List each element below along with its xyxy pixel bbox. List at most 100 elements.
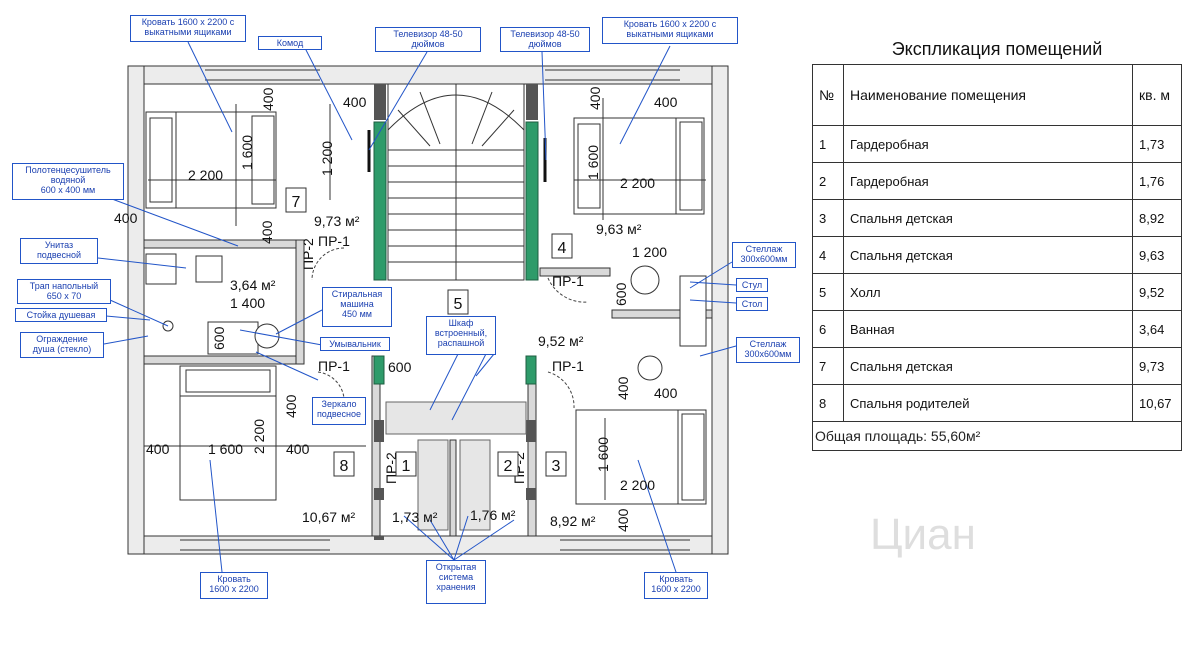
staircase bbox=[387, 83, 525, 281]
room-5-area: 9,52 м² bbox=[538, 333, 584, 349]
callout-chair: Стул bbox=[736, 278, 768, 292]
storage-hatch bbox=[385, 401, 527, 531]
dim-2200-room8: 2 200 bbox=[251, 419, 267, 454]
opening-pr2-bath: ПР-2 bbox=[300, 238, 316, 270]
row-name: Спальня детская bbox=[843, 199, 1133, 237]
callout-shelf-bottom: Стеллаж 300х600мм bbox=[736, 337, 800, 363]
row-number: 5 bbox=[812, 273, 844, 311]
table-total-row: Общая площадь: 55,60м² bbox=[812, 421, 1182, 451]
row-area: 9,73 bbox=[1132, 347, 1182, 385]
dim-2200-room3: 2 200 bbox=[620, 477, 655, 493]
dim-400-room8-top: 400 bbox=[283, 394, 299, 418]
callout-shower-glass: Ограждение душа (стекло) bbox=[20, 332, 104, 358]
callout-wardrobe: Шкаф встроенный, распашной bbox=[426, 316, 496, 355]
callout-shower-rack: Стойка душевая bbox=[15, 308, 107, 322]
callout-tv-left: Телевизор 48-50 дюймов bbox=[375, 27, 481, 52]
row-name: Спальня родителей bbox=[843, 384, 1133, 422]
row-area: 9,52 bbox=[1132, 273, 1182, 311]
dim-400-room3-bottom: 400 bbox=[615, 508, 631, 532]
callout-table: Стол bbox=[736, 297, 768, 311]
room-7-number: 7 bbox=[292, 194, 301, 211]
dim-1600-room4: 1 600 bbox=[585, 145, 601, 180]
callout-toilet: Унитаз подвесной bbox=[20, 238, 98, 264]
opening-pr1-room7: ПР-1 bbox=[318, 233, 350, 249]
callout-bed-bottom-left: Кровать 1600 х 2200 bbox=[200, 572, 268, 599]
bed-room7 bbox=[145, 111, 277, 209]
callout-dresser: Комод bbox=[258, 36, 322, 50]
row-number: 4 bbox=[812, 236, 844, 274]
row-number: 6 bbox=[812, 310, 844, 348]
header-name: Наименование помещения bbox=[843, 64, 1133, 126]
room-6-area: 3,64 м² bbox=[230, 277, 276, 293]
explication-panel: Экспликация помещений № Наименование пом… bbox=[812, 34, 1182, 451]
row-area: 1,73 bbox=[1132, 125, 1182, 163]
room-7-area: 9,73 м² bbox=[314, 213, 360, 229]
row-area: 1,76 bbox=[1132, 162, 1182, 200]
room-3-area: 8,92 м² bbox=[550, 513, 596, 529]
accent-walls bbox=[373, 121, 539, 385]
dim-400-room7-side: 400 bbox=[260, 87, 276, 111]
dim-600-hall: 600 bbox=[388, 359, 412, 375]
dim-400-room4-side: 400 bbox=[587, 86, 603, 110]
dimension-lines bbox=[144, 98, 706, 500]
dim-400-room7-top: 400 bbox=[343, 94, 367, 110]
callout-bed-top-right: Кровать 1600 х 2200 с выкатными ящиками bbox=[602, 17, 738, 44]
row-name: Спальня детская bbox=[843, 236, 1133, 274]
room-2-area: 1,76 м² bbox=[470, 507, 516, 523]
callout-drain: Трап напольный 650 х 70 bbox=[17, 279, 111, 304]
dim-1600-room3: 1 600 bbox=[595, 437, 611, 472]
callout-open-storage: Открытая система хранения bbox=[426, 560, 486, 604]
dark-columns bbox=[374, 84, 538, 540]
dim-600-bath: 600 bbox=[211, 326, 227, 350]
header-area: кв. м bbox=[1132, 64, 1182, 126]
floor-plan: 400 400 1 600 2 200 1 200 400 400 400 40… bbox=[97, 41, 737, 573]
explication-title: Экспликация помещений bbox=[891, 39, 1103, 59]
callout-towel-dryer: Полотенцесушитель водяной 600 х 400 мм bbox=[12, 163, 124, 200]
header-number: № bbox=[812, 64, 844, 126]
dim-400-room8-left: 400 bbox=[146, 441, 170, 457]
room-4-number: 4 bbox=[558, 240, 567, 257]
dim-1600-room7: 1 600 bbox=[239, 135, 255, 170]
bed-room8 bbox=[179, 365, 277, 501]
dim-1200-room7: 1 200 bbox=[319, 141, 335, 176]
opening-pr1-room3: ПР-1 bbox=[552, 358, 584, 374]
room-3-number: 3 bbox=[552, 458, 561, 475]
opening-pr2-r1: ПР-2 bbox=[383, 452, 399, 484]
table-header-row: № Наименование помещения кв. м bbox=[812, 64, 1182, 126]
row-name: Холл bbox=[843, 273, 1133, 311]
leader-lines bbox=[97, 41, 737, 573]
room-numbers: 7 4 5 8 1 2 3 bbox=[292, 194, 567, 475]
dim-600-room4: 600 bbox=[613, 282, 629, 306]
door-swings bbox=[311, 247, 589, 409]
tv-units bbox=[367, 130, 547, 182]
room-1-number: 1 bbox=[402, 458, 411, 475]
room-number-boxes bbox=[285, 187, 573, 477]
row-number: 3 bbox=[812, 199, 844, 237]
room-areas: 9,73 м² 9,63 м² 9,52 м² 3,64 м² 10,67 м²… bbox=[230, 213, 642, 529]
row-name: Ванная bbox=[843, 310, 1133, 348]
dim-1600-room8: 1 600 bbox=[208, 441, 243, 457]
opening-pr1-room8: ПР-1 bbox=[318, 358, 350, 374]
row-name: Спальня детская bbox=[843, 347, 1133, 385]
inner-walls bbox=[143, 239, 713, 537]
row-area: 8,92 bbox=[1132, 199, 1182, 237]
room-2-number: 2 bbox=[504, 458, 513, 475]
row-number: 1 bbox=[812, 125, 844, 163]
row-name: Гардеробная bbox=[843, 125, 1133, 163]
total-area: Общая площадь: 55,60м² bbox=[812, 421, 1182, 451]
row-area: 3,64 bbox=[1132, 310, 1182, 348]
dim-2200-room4: 2 200 bbox=[620, 175, 655, 191]
room-1-area: 1,73 м² bbox=[392, 509, 438, 525]
row-number: 2 bbox=[812, 162, 844, 200]
room-8-number: 8 bbox=[340, 458, 349, 475]
bathroom-fixtures bbox=[145, 253, 280, 355]
row-number: 7 bbox=[812, 347, 844, 385]
callout-tv-right: Телевизор 48-50 дюймов bbox=[500, 27, 590, 52]
